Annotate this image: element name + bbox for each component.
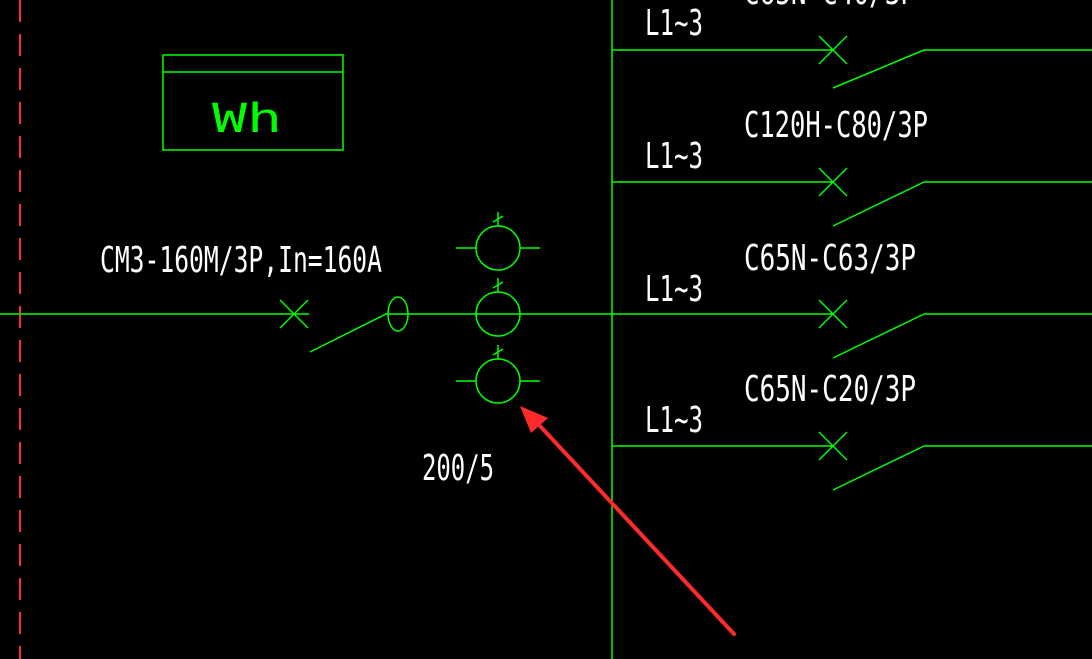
kwh-meter-icon: Wh [162,54,344,151]
breaker-x-icon [818,431,848,461]
branch-phase-label: L1~3 [645,136,703,177]
ct-ratio-label: 200/5 [422,448,494,489]
breaker-x-icon [818,167,848,197]
fuse-icon [387,296,409,332]
branch-breaker-label: C65N-C20/3P [744,369,916,410]
branch-phase-label: L1~3 [645,269,703,310]
branch-circuit-3: L1~3 C65N-C63/3P [612,238,1092,359]
branch-breaker-label: C120H-C80/3P [744,105,928,146]
breaker-x-icon [279,299,309,329]
main-switch-blade [309,313,387,353]
switch-gap-mask [309,310,385,320]
branch-breaker-label: C65N-C40/3P [744,0,916,13]
branch-phase-label: L1~3 [645,400,703,441]
breaker-x-icon [818,35,848,65]
red-arrow-icon [520,406,736,636]
branch-circuit-4: L1~3 C65N-C20/3P [612,369,1092,491]
current-transformer-icon [456,212,540,404]
branch-phase-label: L1~3 [645,3,703,44]
breaker-x-icon [818,299,848,329]
meter-label: Wh [212,96,282,142]
main-breaker-label: CM3-160M/3P,In=160A [100,240,382,281]
branch-circuit-2: L1~3 C120H-C80/3P [612,105,1092,227]
branch-circuit-1: L1~3 C65N-C40/3P [612,0,1092,89]
branch-breaker-label: C65N-C63/3P [744,238,916,279]
